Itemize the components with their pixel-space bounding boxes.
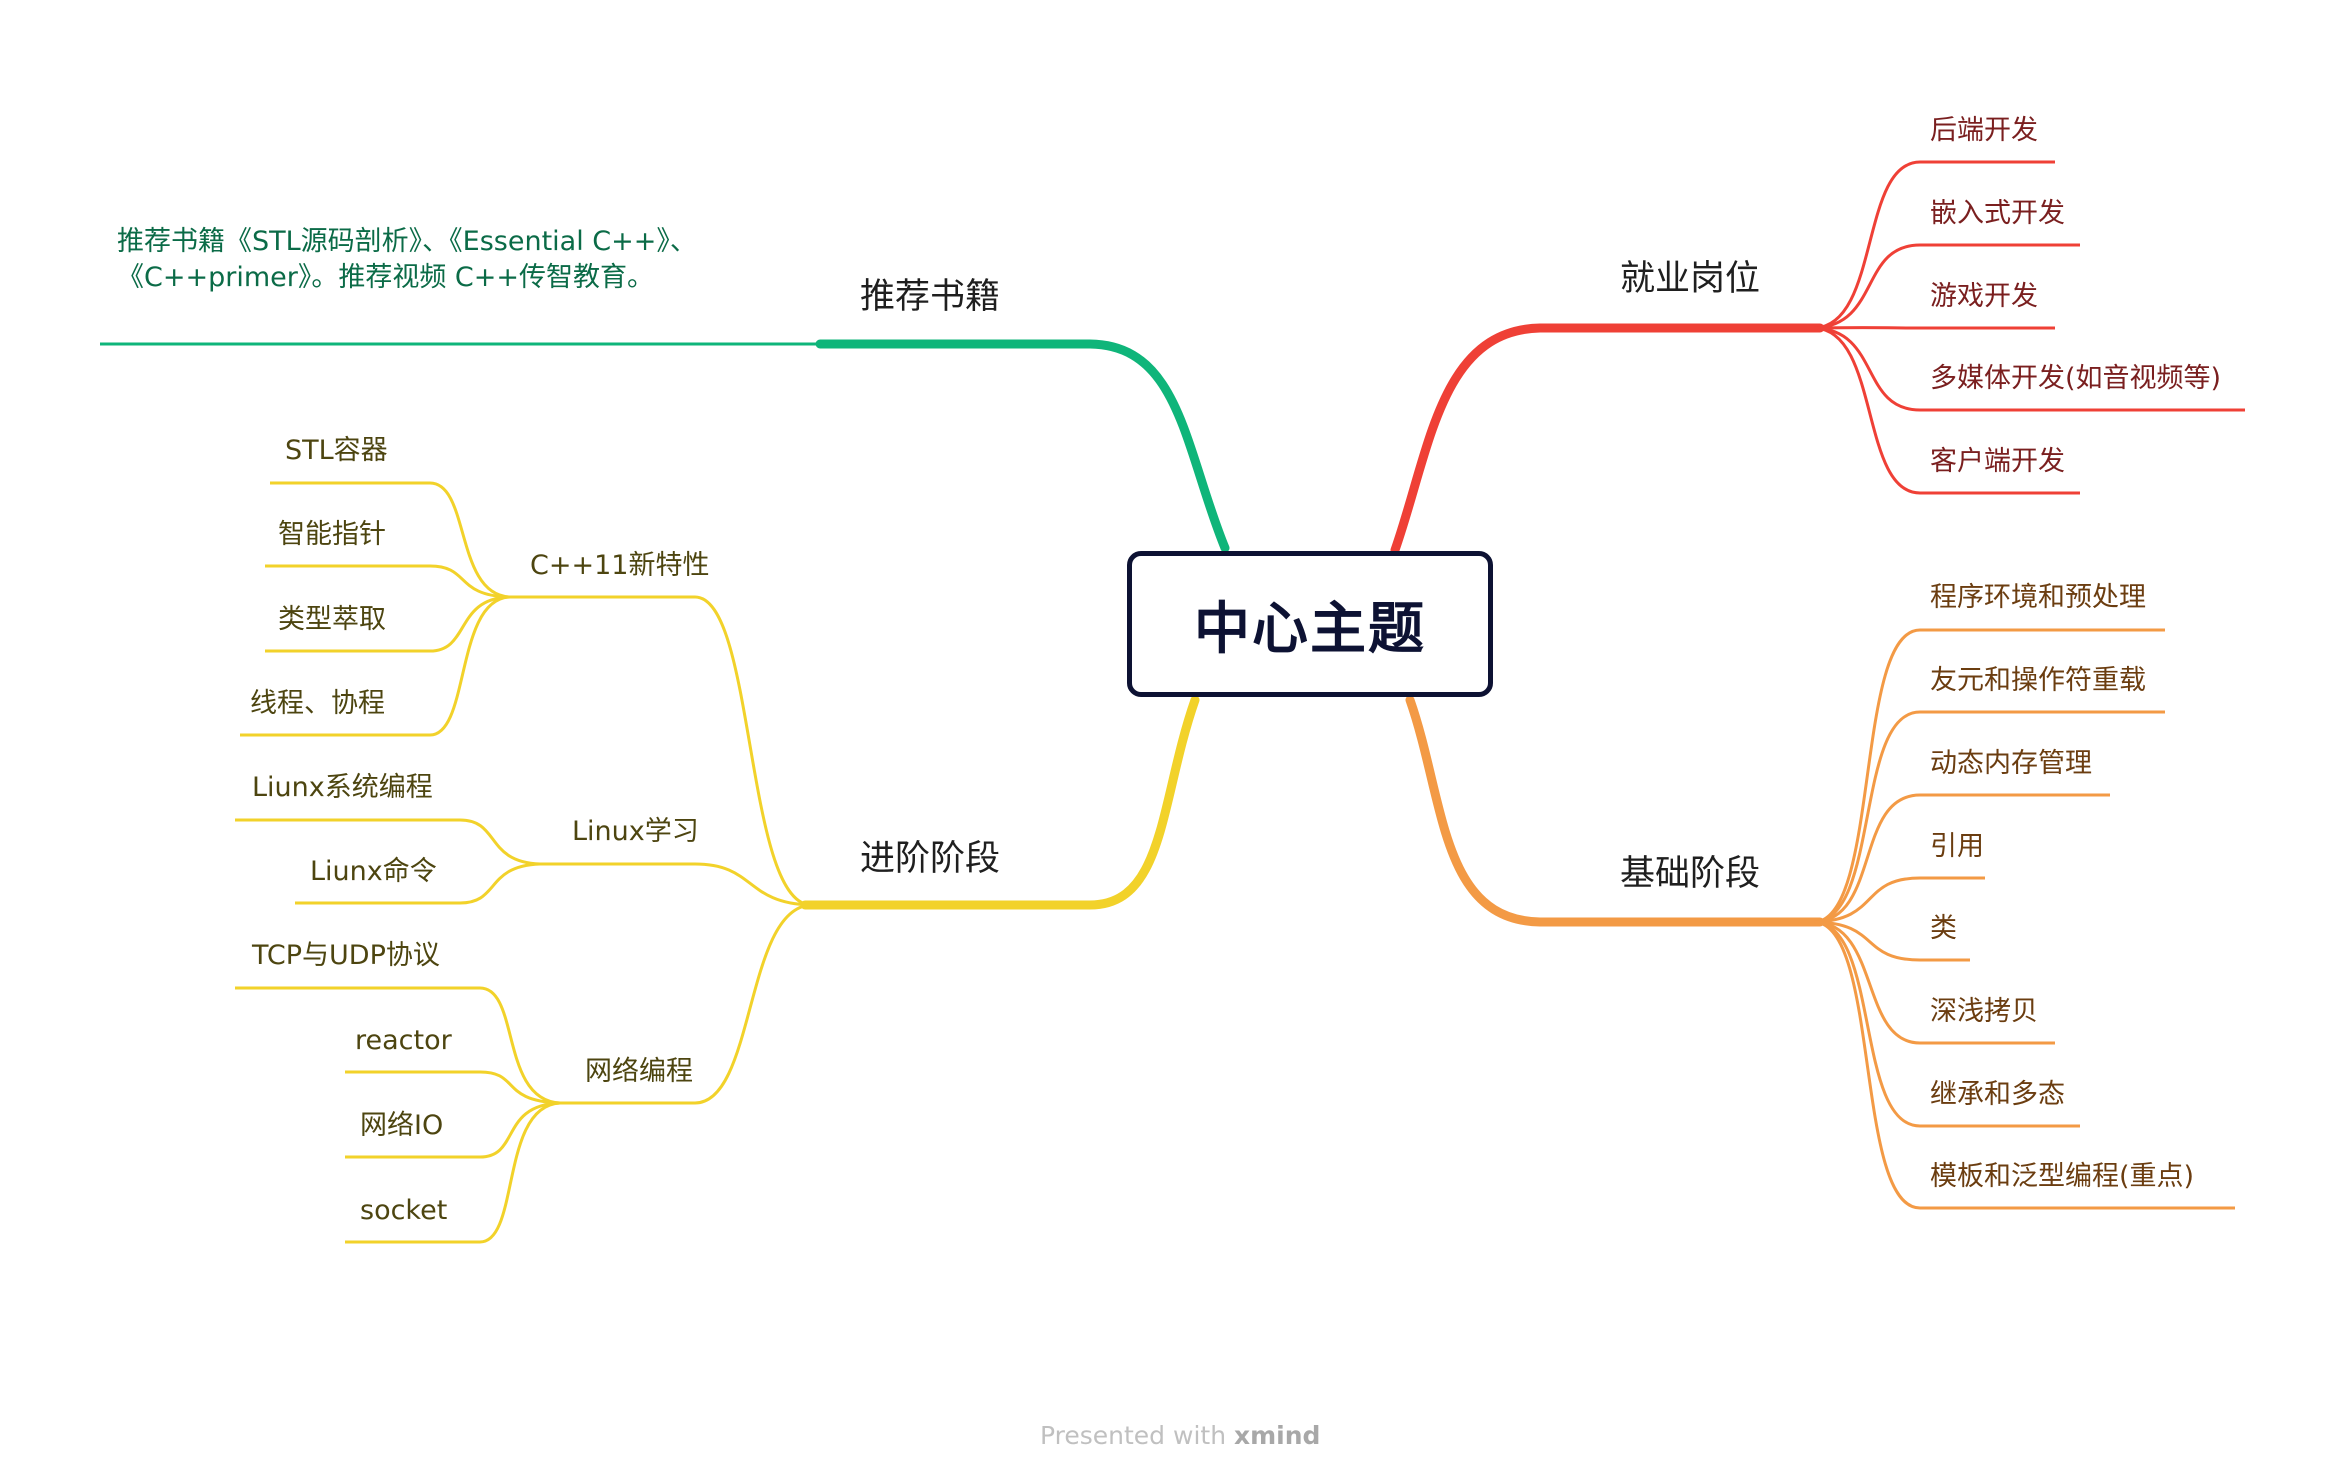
subtopic-cpp11[interactable]: C++11新特性 bbox=[530, 550, 710, 581]
leaf-game-dev[interactable]: 游戏开发 bbox=[1930, 281, 2038, 312]
leaf-reactor[interactable]: reactor bbox=[355, 1025, 452, 1056]
leaf-class[interactable]: 类 bbox=[1930, 913, 1957, 944]
leaf-backend-dev[interactable]: 后端开发 bbox=[1930, 115, 2038, 146]
central-topic[interactable]: 中心主题 bbox=[1127, 551, 1493, 697]
leaf-inheritance-polymorphism[interactable]: 继承和多态 bbox=[1930, 1079, 2065, 1110]
leaf-embedded-dev[interactable]: 嵌入式开发 bbox=[1930, 198, 2065, 229]
leaf-tcp-udp[interactable]: TCP与UDP协议 bbox=[252, 940, 440, 971]
branch-books-connector bbox=[815, 339, 1230, 553]
footer-prefix: Presented with bbox=[1040, 1421, 1227, 1450]
topic-advanced[interactable]: 进阶阶段 bbox=[860, 839, 1001, 879]
topic-books[interactable]: 推荐书籍 bbox=[860, 277, 1001, 317]
topic-basics[interactable]: 基础阶段 bbox=[1620, 854, 1761, 894]
leaf-network-io[interactable]: 网络IO bbox=[360, 1110, 444, 1141]
leaf-program-env[interactable]: 程序环境和预处理 bbox=[1930, 582, 2146, 613]
books-note: 推荐书籍《STL源码剖析》、《Essential C++》、《C++primer… bbox=[117, 226, 697, 293]
topic-employment[interactable]: 就业岗位 bbox=[1620, 259, 1761, 299]
employment-leaf-connectors bbox=[1814, 160, 2245, 495]
leaf-dynamic-memory[interactable]: 动态内存管理 bbox=[1930, 748, 2092, 779]
leaf-stl-containers[interactable]: STL容器 bbox=[285, 435, 388, 466]
leaf-type-traits[interactable]: 类型萃取 bbox=[278, 604, 386, 635]
leaf-reference[interactable]: 引用 bbox=[1930, 831, 1984, 862]
basics-leaf-connectors bbox=[1814, 628, 2235, 1210]
leaf-linux-sysprog[interactable]: Liunx系统编程 bbox=[252, 772, 433, 803]
leaf-socket[interactable]: socket bbox=[360, 1195, 448, 1226]
central-topic-label: 中心主题 bbox=[1194, 596, 1426, 662]
branch-basics-connector bbox=[1405, 695, 1825, 927]
leaf-linux-commands[interactable]: Liunx命令 bbox=[310, 856, 437, 887]
branch-employment-connector bbox=[1390, 323, 1825, 555]
leaf-friend-operator[interactable]: 友元和操作符重载 bbox=[1930, 665, 2146, 696]
leaf-multimedia-dev[interactable]: 多媒体开发(如音视频等) bbox=[1930, 363, 2222, 394]
advanced-connectors bbox=[235, 481, 811, 1244]
leaf-threads-coroutines[interactable]: 线程、协程 bbox=[250, 688, 385, 719]
subtopic-network[interactable]: 网络编程 bbox=[585, 1056, 693, 1087]
leaf-smart-pointers[interactable]: 智能指针 bbox=[278, 519, 386, 550]
xmind-logo: xmind bbox=[1234, 1421, 1321, 1450]
footer-credit: Presented with xmind bbox=[1040, 1423, 1320, 1448]
leaf-client-dev[interactable]: 客户端开发 bbox=[1930, 446, 2065, 477]
branch-advanced-connector bbox=[800, 695, 1200, 910]
leaf-deep-shallow-copy[interactable]: 深浅拷贝 bbox=[1930, 996, 2038, 1027]
subtopic-linux[interactable]: Linux学习 bbox=[572, 816, 699, 847]
leaf-templates-generics[interactable]: 模板和泛型编程(重点) bbox=[1930, 1161, 2195, 1192]
